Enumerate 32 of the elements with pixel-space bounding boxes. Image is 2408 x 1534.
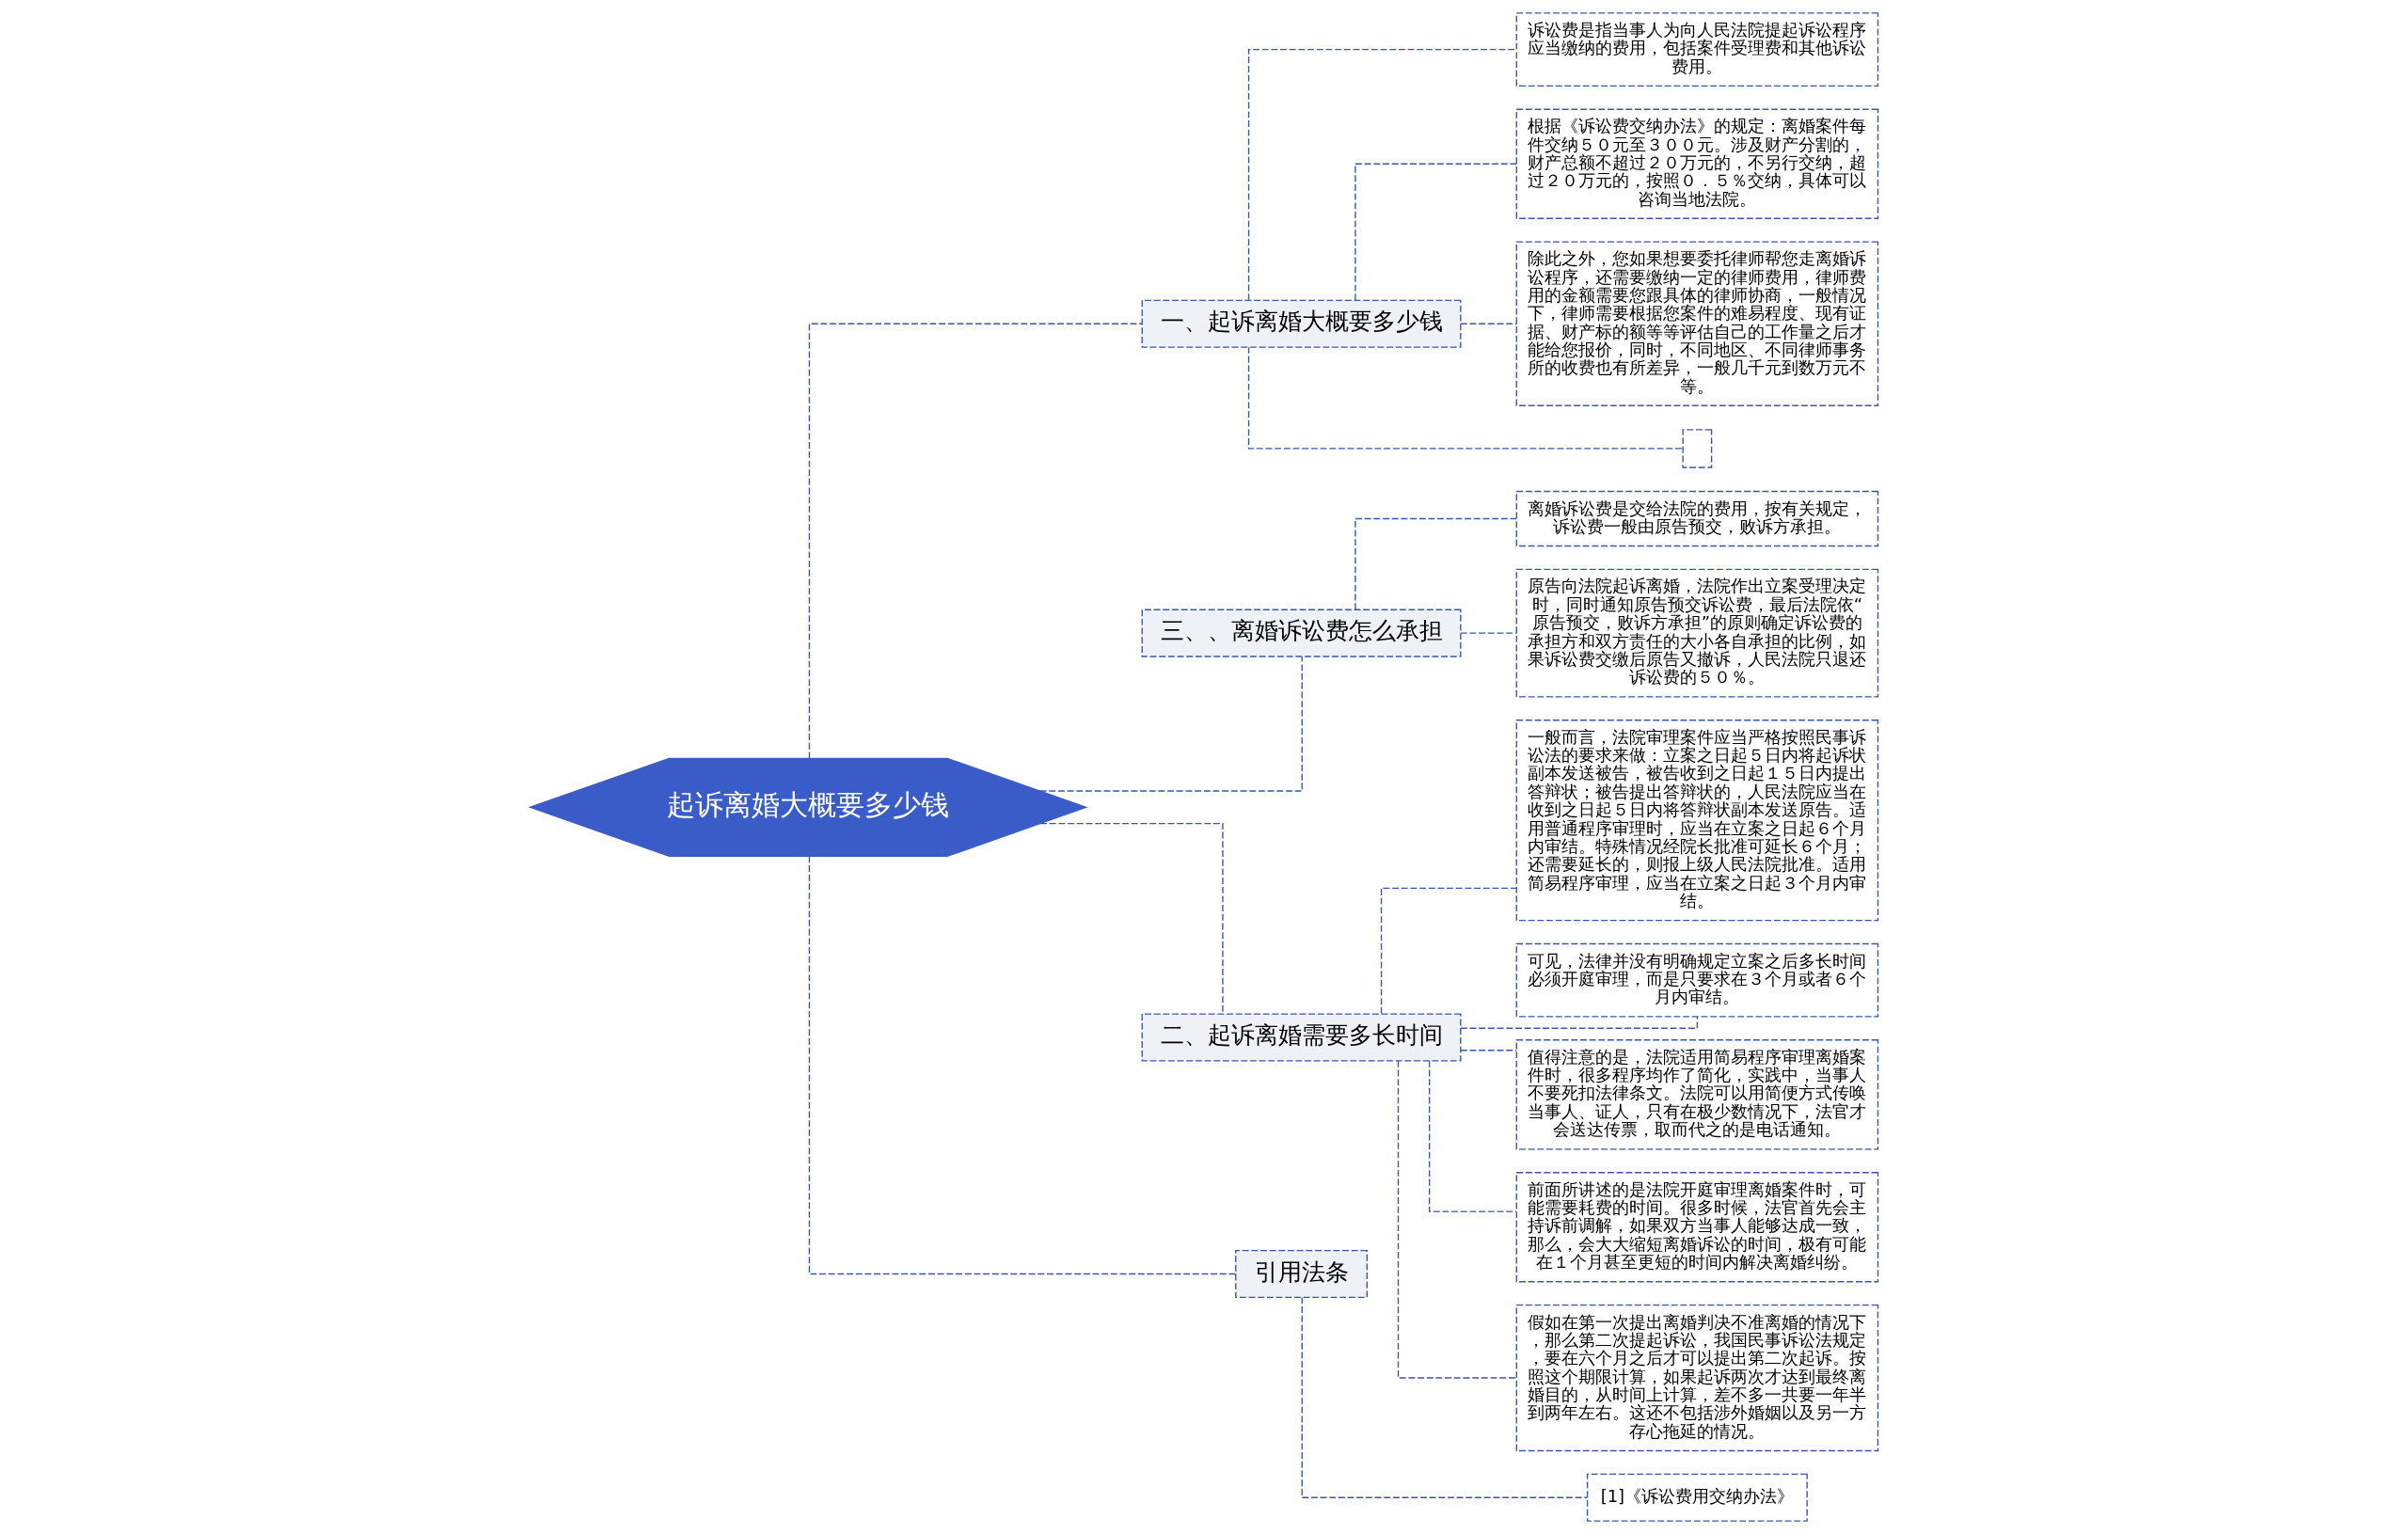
node-box: 原告向法院起诉离婚，法院作出立案受理决定时，同时通知原告预交诉讼费，最后法院依“原告预交，败诉方承担”的原则确定诉讼费的承担方和双方责任的大小各自承担的比例，如果诉讼费交缴后原告又撤诉，人民法院只退还诉讼费的５０％。 (1515, 568, 1879, 698)
connector (808, 855, 1237, 1275)
node-box: 三、、离婚诉讼费怎么承担 (1141, 609, 1462, 657)
node-box: 引用法条 (1235, 1249, 1368, 1299)
node-box: 离婚诉讼费是交给法院的费用，按有关规定，诉讼费一般由原告预交，败诉方承担。 (1515, 490, 1879, 547)
connector (1247, 346, 1684, 450)
node-box: 一、起诉离婚大概要多少钱 (1141, 299, 1462, 348)
connector (1038, 656, 1303, 792)
node-box: 根据《诉讼费交纳办法》的规定：离婚案件每件交纳５０元至３００元。涉及财产分割的，财产总额不超过２０万元的，不另行交纳，超过２０万元的，按照０．５％交纳，具体可以咨询当地法院。 (1515, 108, 1879, 219)
node-box: 诉讼费是指当事人为向人民法院提起诉讼程序应当缴纳的费用，包括案件受理费和其他诉讼费用。 (1515, 12, 1879, 87)
node-box: 前面所讲述的是法院开庭审理离婚案件时，可能需要耗费的时间。很多时候，法官首先会主持诉前调解，如果双方当事人能够达成一致，那么，会大大缩短离婚诉讼的时间，极有可能在１个月甚至更短的时间内解决离婚纠纷。 (1515, 1172, 1879, 1283)
connector (808, 323, 1143, 759)
connector (1460, 632, 1517, 634)
connector (1354, 517, 1517, 610)
node-box: [1]《诉讼费用交纳办法》 (1586, 1473, 1808, 1522)
connector (1301, 1296, 1589, 1498)
connector (1354, 163, 1517, 301)
node-box: 一般而言，法院审理案件应当严格按照民事诉讼法的要求来做：立案之日起５日内将起诉状副本发送被告，被告收到之日起１５日内提出答辩状；被告提出答辩状的，人民法院应当在收到之日起５日内将答辩状副本发送原告。适用普通程序审理时，应当在立案之日起６个月内审结。特殊情况经院长批准可延长６个月；还需要延长的，则报上级人民法院批准。适用简易程序审理，应当在立案之日起３个月内审结。 (1515, 720, 1879, 922)
node-box: 除此之外，您如果想要委托律师帮您走离婚诉讼程序，还需要缴纳一定的律师费用，律师费用的金额需要您跟具体的律师协商，一般情况下，律师需要根据您案件的难易程度、现有证据、财产标的额等等评估自己的工作量之后才能给您报价，同时，不同地区、不同律师事务所的收费也有所差异，一般几千元到数万元不等。 (1515, 241, 1879, 406)
node-box (1682, 429, 1713, 468)
connector (1247, 48, 1517, 301)
node-box: 可见，法律并没有明确规定立案之后多长时间必须开庭审理，而是只要求在３个月或者６个月内审结。 (1515, 942, 1879, 1018)
node-box: 二、起诉离婚需要多长时间 (1141, 1013, 1462, 1062)
node-box: 假如在第一次提出离婚判决不准离婚的情况下，那么第二次提起诉讼，我国民事诉讼法规定，要在六个月之后才可以提出第二次起诉。按照这个期限计算，如果起诉两次才达到最终离婚目的，从时间上计算，差不多一共要一年半到两年左右。这还不包括涉外婚姻以及另一方存心拖延的情况。 (1515, 1304, 1879, 1452)
connector (1429, 1060, 1517, 1212)
node-box: 值得注意的是，法院适用简易程序审理离婚案件时，很多程序均作了简化，实践中，当事人不要死扣法律条文。法院可以用简便方式传唤当事人、证人，只有在极少数情况下，法官才会送达传票，取而代之的是电话通知。 (1515, 1039, 1879, 1150)
connector (1460, 323, 1517, 324)
connector (1039, 822, 1224, 1015)
connector (1460, 1016, 1699, 1029)
connector (1460, 1050, 1517, 1052)
connector (1397, 1060, 1517, 1379)
connector (1380, 887, 1517, 1015)
